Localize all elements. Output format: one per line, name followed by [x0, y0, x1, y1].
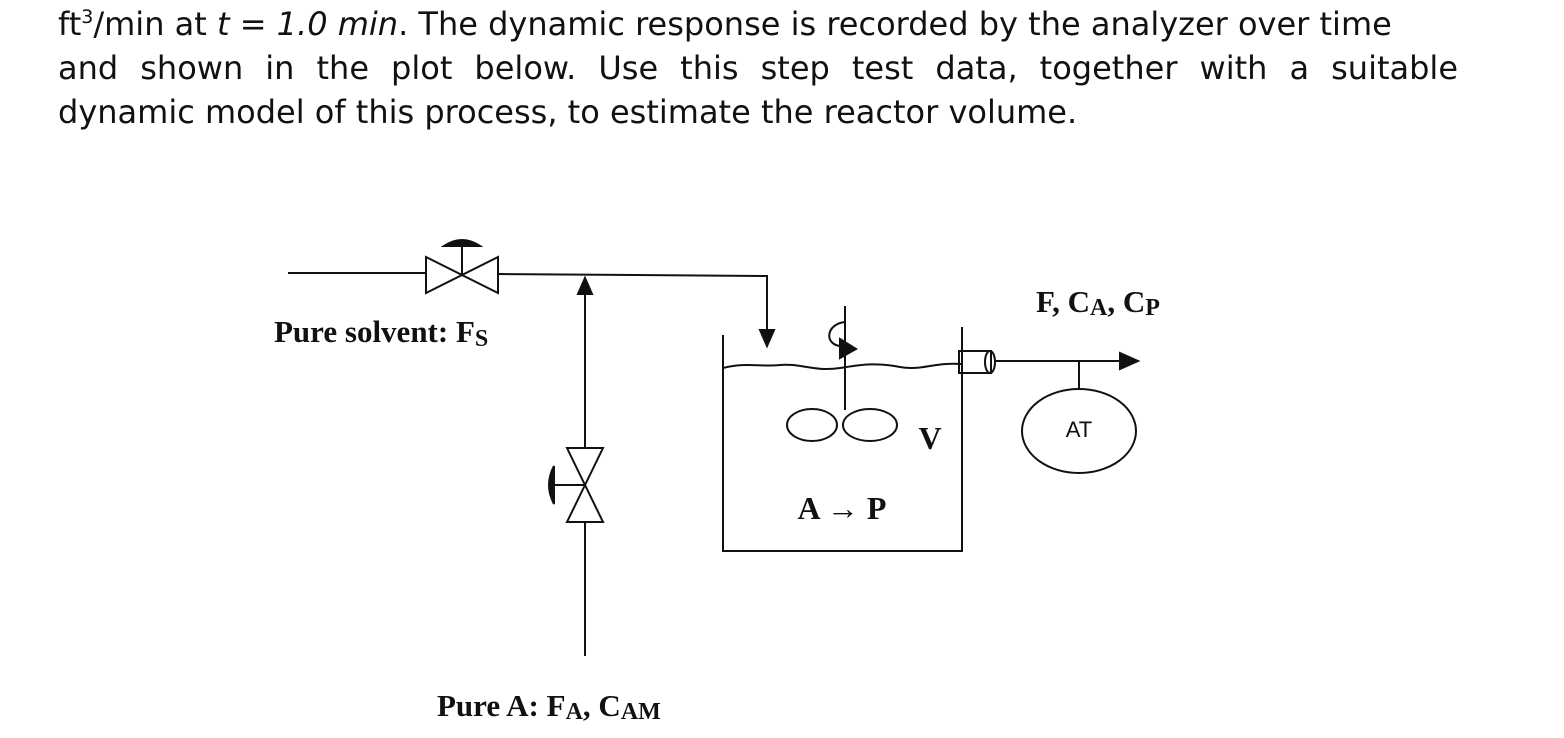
solvent-line-to-tank — [497, 273, 768, 342]
analyzer-circle — [1021, 388, 1137, 474]
solvent-label: Pure solvent: FS — [274, 314, 488, 352]
reaction-label: A → P — [798, 490, 887, 526]
reactor-tank — [722, 327, 963, 552]
analyzer-label: AT — [1066, 417, 1092, 442]
problem-text: ft3/min at t = 1.0 min. The dynamic resp… — [58, 2, 1458, 134]
text-line-3: dynamic model of this process, to estima… — [58, 93, 1078, 131]
outlet-label: F, CA, CP — [1036, 284, 1160, 321]
text-line-2: and shown in the plot below. Use this st… — [58, 49, 1458, 87]
feed-label: Pure A: FA, CAM — [437, 688, 661, 725]
text-line-1: ft3/min at t = 1.0 min. The dynamic resp… — [58, 5, 1392, 43]
solvent-valve-icon — [425, 239, 499, 295]
feed-valve-icon — [548, 447, 605, 523]
volume-label: V — [918, 420, 941, 456]
outlet-arrow-icon — [1119, 351, 1141, 371]
agitator-icon — [786, 306, 898, 442]
inlet-arrow-icon — [758, 329, 776, 349]
feed-arrow-icon — [576, 275, 594, 295]
outlet-nozzle-icon — [958, 350, 996, 374]
liquid-surface — [722, 362, 963, 370]
